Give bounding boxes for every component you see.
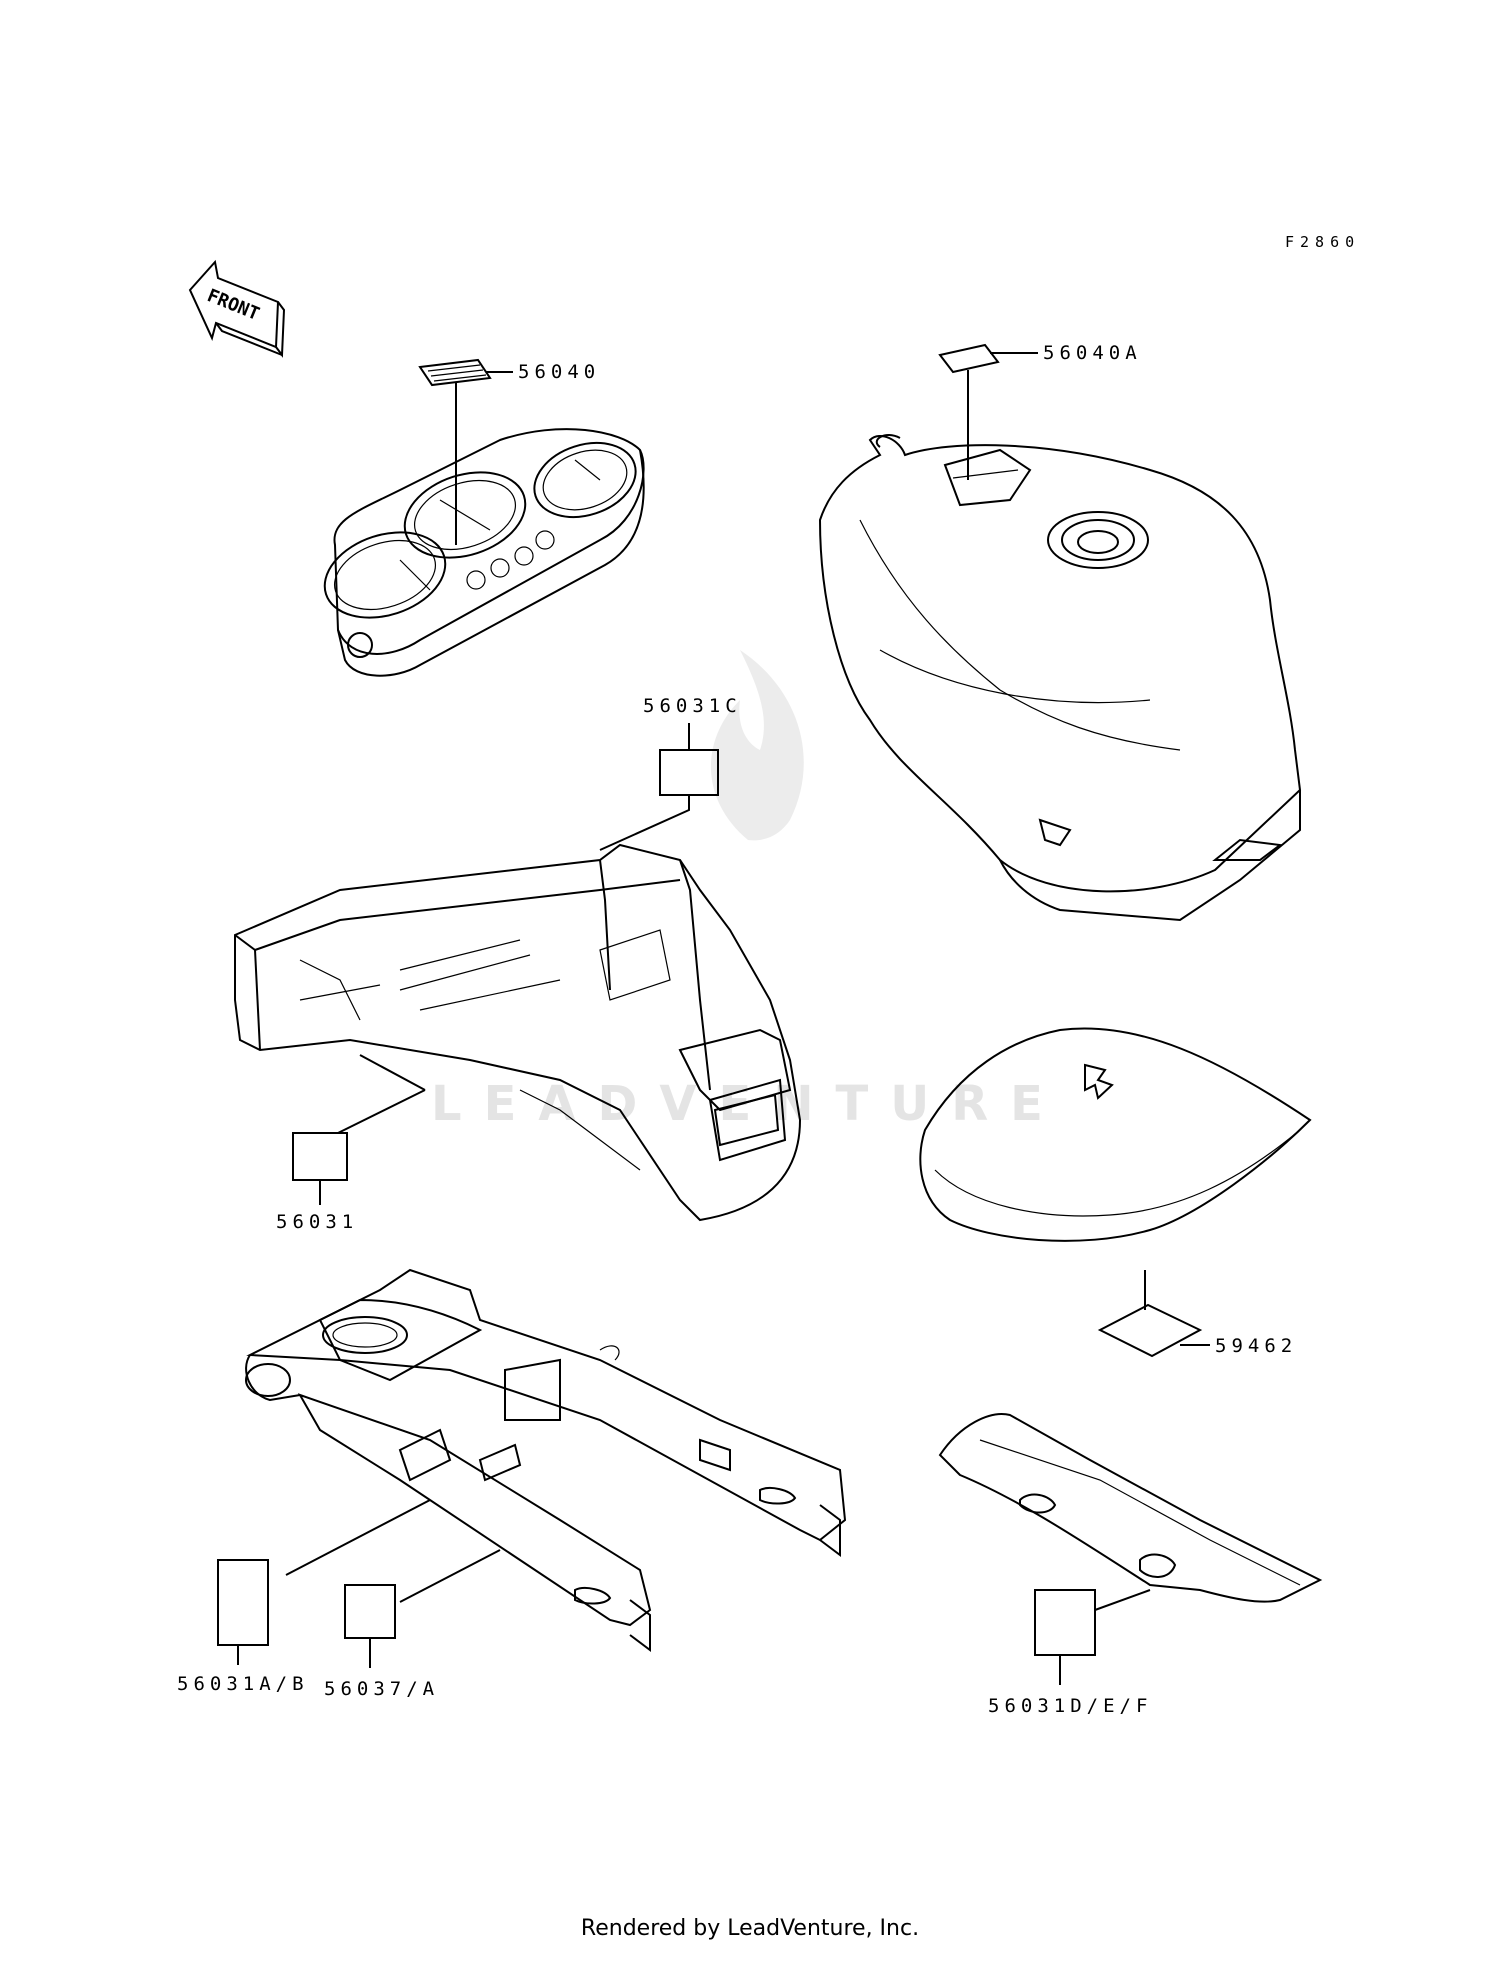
front-label: FRONT: [204, 285, 262, 325]
callout-label-56040: 56040: [518, 361, 600, 383]
callout-56031C: 56031C: [599, 695, 742, 851]
callout-label-59462: 59462: [1215, 1335, 1297, 1357]
callout-56031A-B: 56031A/B: [177, 1499, 431, 1695]
callout-56037-A: 56037/A: [324, 1549, 501, 1700]
chain-cover: [938, 1413, 1323, 1603]
footer-credit: Rendered by LeadVenture, Inc.: [580, 1916, 920, 1941]
callout-label-56031A-B: 56031A/B: [177, 1673, 309, 1695]
callout-56040A: 56040A: [938, 342, 1142, 480]
meter-assembly: [323, 428, 645, 677]
watermark-text: LEADVENTURE: [431, 1076, 1065, 1132]
callout-56031D-E-F: 56031D/E/F: [988, 1589, 1152, 1717]
callout-label-56031C: 56031C: [643, 695, 742, 717]
callout-56040: 56040: [418, 358, 600, 545]
callout-label-56040A: 56040A: [1043, 342, 1142, 364]
front-direction-arrow-icon: FRONT: [188, 259, 286, 358]
callout-label-56031D-E-F: 56031D/E/F: [988, 1695, 1152, 1717]
callout-label-56031: 56031: [276, 1211, 358, 1233]
figure-code: F2860: [1285, 233, 1360, 251]
swingarm: [245, 1268, 847, 1652]
rear-fender: [234, 843, 802, 1222]
watermark: LEADVENTURE: [431, 650, 1065, 1132]
callout-label-56037-A: 56037/A: [324, 1678, 439, 1700]
callout-56031: 56031: [276, 1054, 426, 1233]
seat: [919, 1027, 1312, 1242]
fuel-tank: [818, 434, 1302, 922]
callout-59462: 59462: [1097, 1270, 1297, 1358]
